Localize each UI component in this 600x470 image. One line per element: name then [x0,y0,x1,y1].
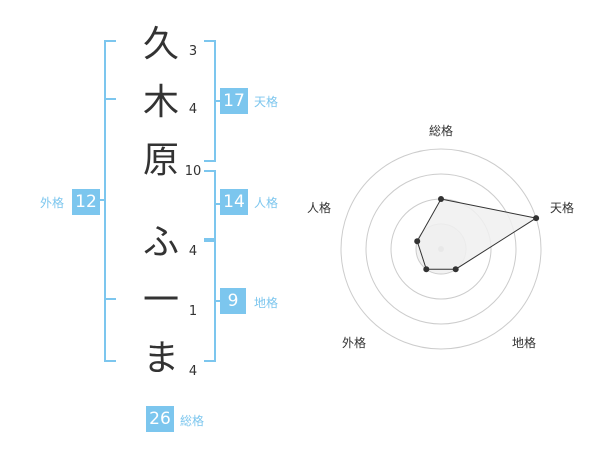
radar-axis-label-gaikaku: 外格 [341,336,366,350]
radar-point-1 [533,215,540,222]
name-char-6: ま [142,338,179,379]
gaikaku-bracket [104,40,116,362]
jinkaku-label: 人格 [254,196,279,210]
stroke-count-1: 3 [188,44,198,59]
radar-axis-label-tenkaku: 天格 [549,201,574,215]
radar-point-2 [452,266,459,273]
radar-axis-label-jinkaku: 人格 [306,201,331,215]
stroke-count-4: 4 [188,244,198,259]
stroke-count-3: 10 [184,164,202,179]
stroke-count-6: 4 [188,364,198,379]
radar-ring-1 [415,223,467,275]
name-char-2: 木 [142,82,179,123]
radar-ring-3 [365,173,517,325]
name-char-4: ふ [142,222,179,263]
gaikaku-value: 12 [72,189,100,215]
chikaku-value: 9 [220,288,246,314]
radar-ring-2 [390,198,492,300]
jinkaku-bracket [204,170,216,242]
tenkaku-connector [214,100,220,102]
chikaku-label: 地格 [254,296,279,310]
name-char-3: 原 [142,140,179,181]
soukaku-label: 総格 [180,414,205,428]
radar-axis-label-chikaku: 地格 [511,336,536,350]
stroke-count-5: 1 [188,304,198,319]
chikaku-connector [214,300,220,302]
radar-center [438,246,444,252]
tenkaku-label: 天格 [254,95,279,109]
radar-point-0 [438,196,444,202]
jinkaku-connector [214,203,220,205]
gaikaku-label: 外格 [40,196,65,210]
gaikaku-connector [100,199,106,201]
radar-point-3 [423,266,430,273]
radar-data-polygon [416,198,538,270]
gaikaku-bracket-tick-lower [104,298,116,300]
soukaku-value: 26 [146,406,174,432]
name-char-5: 一 [142,280,179,321]
stroke-count-2: 4 [188,102,198,117]
gaikaku-bracket-tick-upper [104,98,116,100]
radar-axis-label-soukaku: 総格 [428,124,453,138]
radar-point-4 [414,238,421,245]
name-char-1: 久 [142,24,179,65]
radar-ring-4 [340,148,542,350]
tenkaku-value: 17 [220,88,248,114]
jinkaku-value: 14 [220,189,248,215]
